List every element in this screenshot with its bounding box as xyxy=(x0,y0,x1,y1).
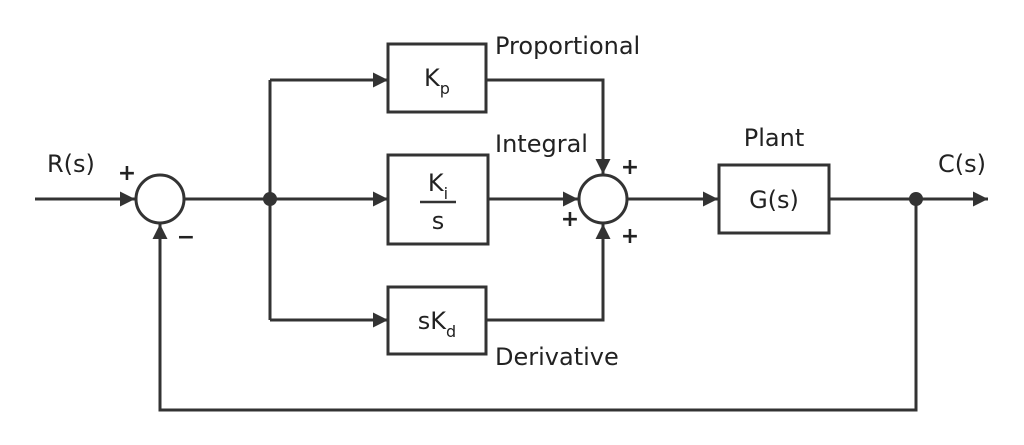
controller-summing-junction xyxy=(577,173,629,225)
plant-block xyxy=(717,163,831,235)
derivative-gain-label: sKd xyxy=(418,307,456,341)
output-branch-dot xyxy=(909,192,923,206)
derivative-output-wire xyxy=(486,224,611,322)
branch-point-dot xyxy=(263,192,277,206)
controller-bottom-plus-sign: + xyxy=(621,224,639,249)
derivative-caption: Derivative xyxy=(495,343,619,371)
integral-block xyxy=(386,153,490,246)
proportional-output-wire xyxy=(486,78,611,174)
error-plus-sign: + xyxy=(118,161,136,186)
controller-top-plus-sign: + xyxy=(621,155,639,180)
integral-gain-denominator: s xyxy=(432,207,445,235)
input-signal-label: R(s) xyxy=(47,150,95,178)
output-signal-label: C(s) xyxy=(938,150,986,178)
integral-caption: Integral xyxy=(495,130,588,158)
controller-left-plus-sign: + xyxy=(561,207,579,232)
proportional-gain-label: Kp xyxy=(424,64,450,98)
plant-caption: Plant xyxy=(744,124,804,152)
proportional-caption: Proportional xyxy=(495,32,640,60)
feedback-wire xyxy=(152,199,918,412)
error-summing-junction xyxy=(134,173,186,225)
derivative-block xyxy=(386,285,488,356)
plant-transfer-label: G(s) xyxy=(749,186,799,214)
integral-gain-numerator: Ki xyxy=(428,169,448,203)
error-minus-sign: − xyxy=(177,225,195,250)
proportional-block xyxy=(386,42,488,114)
